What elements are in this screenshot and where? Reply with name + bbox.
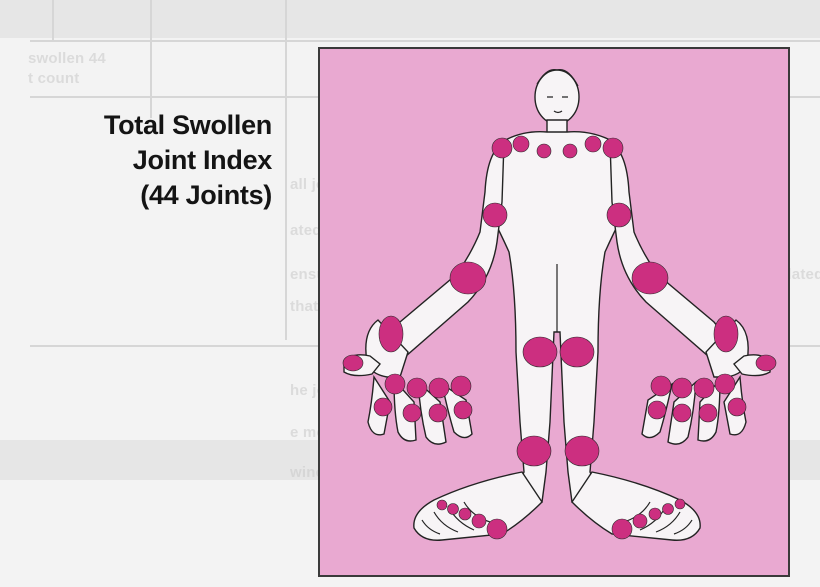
joint-marker [672, 378, 692, 398]
title-line-1: Total Swollen [20, 108, 272, 143]
body-diagram-panel [318, 47, 790, 577]
joint-marker [673, 404, 691, 422]
joint-marker [513, 136, 529, 152]
bleed-table-rule [30, 40, 820, 42]
joint-marker [459, 508, 471, 520]
joint-marker [715, 374, 735, 394]
joint-marker [448, 504, 459, 515]
joint-marker [429, 404, 447, 422]
joint-marker [537, 144, 551, 158]
joint-marker [451, 376, 471, 396]
joint-marker [407, 378, 427, 398]
diagram-title: Total Swollen Joint Index (44 Joints) [20, 108, 272, 213]
joint-marker [603, 138, 623, 158]
joint-marker [663, 504, 674, 515]
joint-marker [563, 144, 577, 158]
joint-marker [487, 519, 507, 539]
joint-marker [756, 355, 776, 371]
bleed-table-rule [52, 0, 54, 40]
joint-marker [385, 374, 405, 394]
joint-marker [517, 436, 551, 466]
title-line-3: (44 Joints) [20, 178, 272, 213]
joint-marker [523, 337, 557, 367]
joint-marker [429, 378, 449, 398]
joint-marker [379, 316, 403, 352]
joint-marker [651, 376, 671, 396]
joint-marker [343, 355, 363, 371]
joint-marker [675, 499, 685, 509]
joint-marker [612, 519, 632, 539]
left-foot-outline [414, 472, 542, 540]
joint-marker [472, 514, 486, 528]
joint-marker [483, 203, 507, 227]
title-line-2: Joint Index [20, 143, 272, 178]
joint-marker [403, 404, 421, 422]
joint-marker [585, 136, 601, 152]
joint-marker [607, 203, 631, 227]
right-arm-outline [610, 142, 732, 356]
bleed-table-rule [285, 0, 287, 340]
joint-marker [492, 138, 512, 158]
bleed-header-band [0, 0, 820, 38]
joint-marker [694, 378, 714, 398]
joint-marker [454, 401, 472, 419]
joint-marker [374, 398, 392, 416]
bleed-table-rule [150, 0, 152, 118]
joint-marker [648, 401, 666, 419]
joint-marker [632, 262, 668, 294]
joint-marker [699, 404, 717, 422]
body-figure [320, 49, 790, 577]
joint-marker [649, 508, 661, 520]
joint-marker [728, 398, 746, 416]
joint-marker [633, 514, 647, 528]
joint-marker [714, 316, 738, 352]
joint-marker [450, 262, 486, 294]
joint-marker [565, 436, 599, 466]
joint-marker [437, 500, 447, 510]
joint-marker [560, 337, 594, 367]
